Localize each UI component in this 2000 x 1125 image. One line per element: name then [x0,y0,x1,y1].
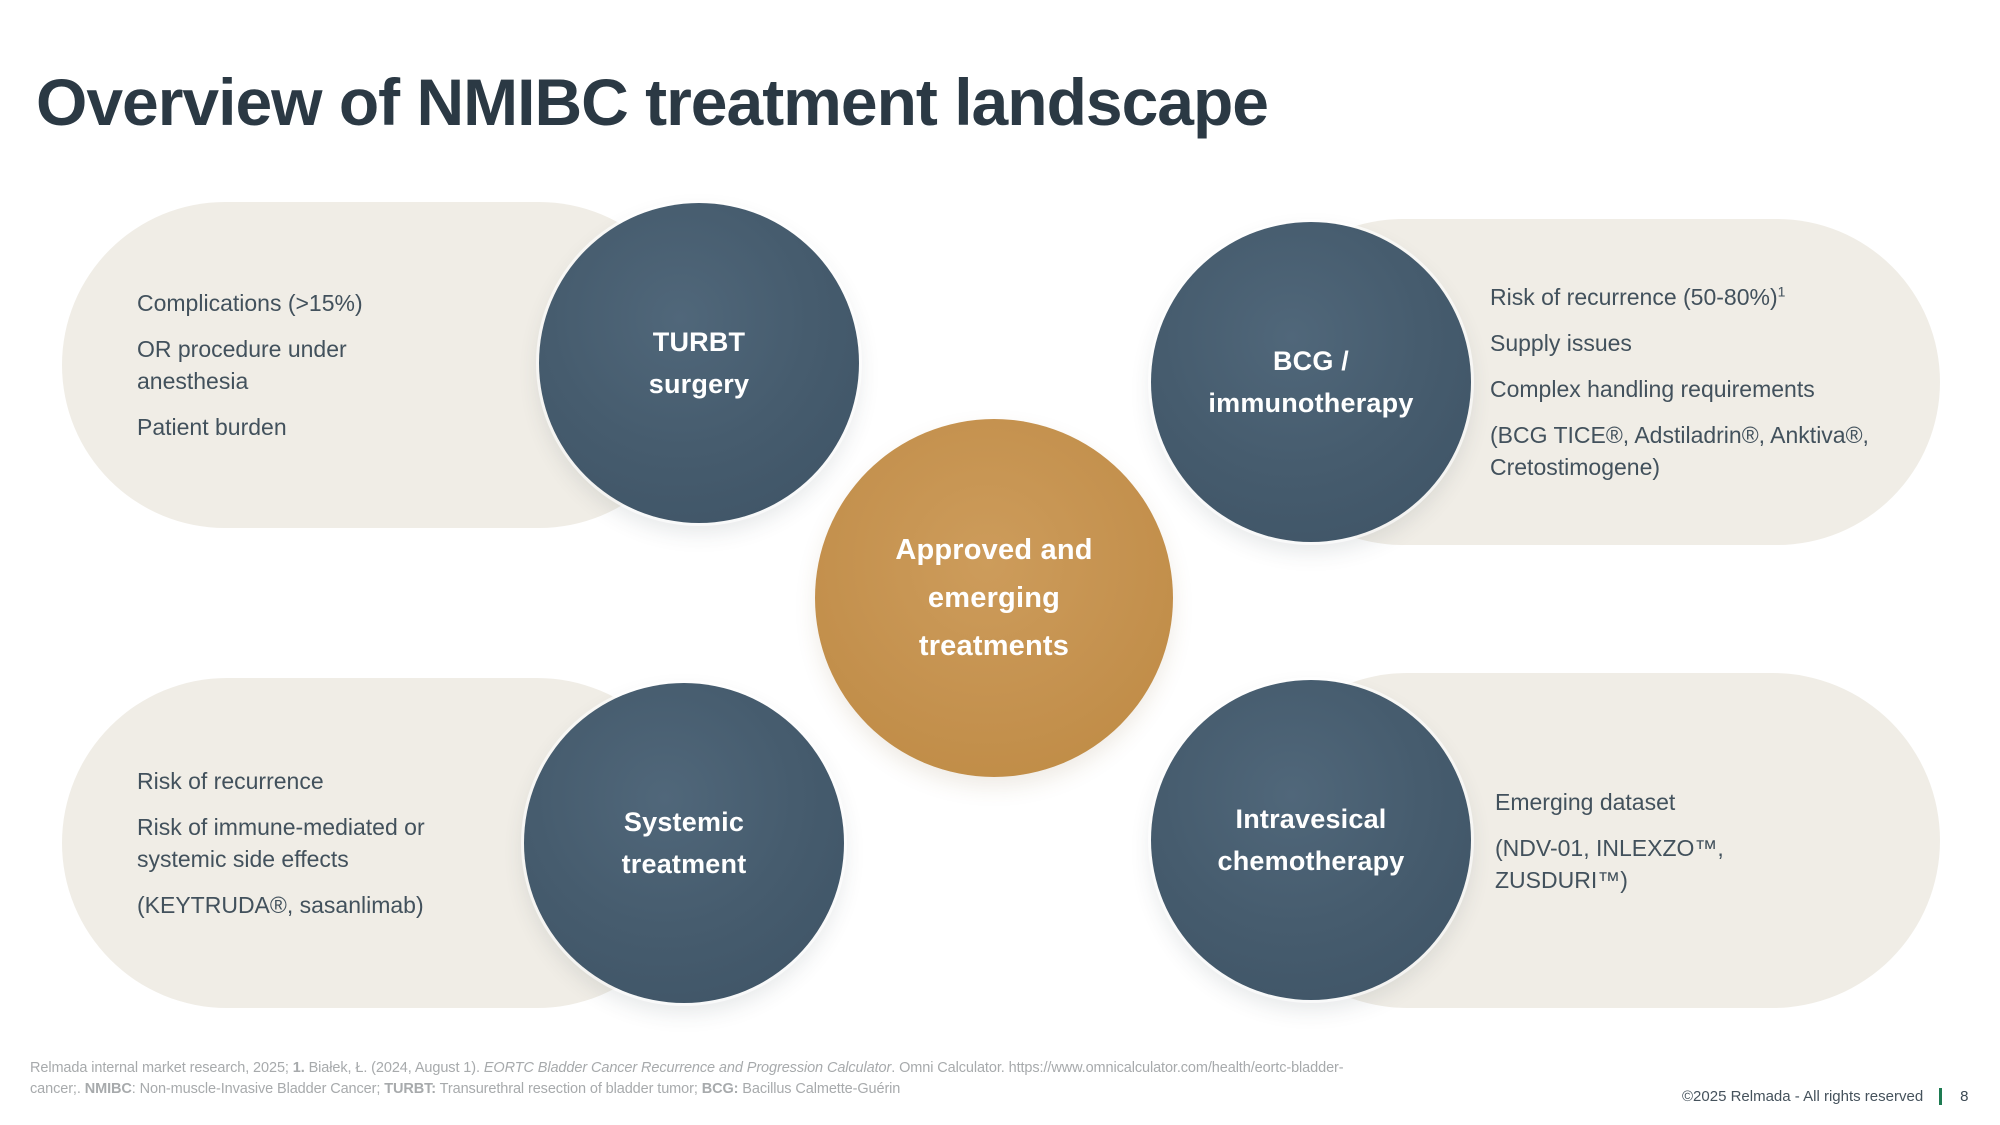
intravesical-circle-label: Intravesical chemotherapy [1217,804,1405,876]
systemic-points: Risk of recurrence Risk of immune-mediat… [137,678,447,1008]
footnote-line-1: Relmada internal market research, 2025; … [30,1060,1344,1076]
intravesical-point-1: Emerging dataset [1495,788,1676,815]
systemic-point-3: (KEYTRUDA®, sasanlimab) [137,892,424,918]
center-circle-label: Approved and emerging treatments [895,534,1093,662]
bcg-point-3: Complex handling requirements [1490,376,1815,402]
turbt-point-3: Patient burden [137,414,287,440]
footnote-line-2: cancer;. NMIBC: Non-muscle-Invasive Blad… [30,1081,901,1097]
bcg-point-4: (BCG TICE®, Adstiladrin®, Anktiva®, Cret… [1490,422,1869,480]
systemic-point-1: Risk of recurrence [137,768,324,794]
turbt-circle-label: TURBT surgery [648,327,750,399]
bcg-circle: BCG / immunotherapy [1151,222,1471,542]
copyright-bar: ©2025 Relmada - All rights reserved 8 [1682,1088,1969,1105]
intravesical-points: Emerging dataset (NDV-01, INLEXZO™, ZUSD… [1495,673,1775,1008]
bcg-point-1: Risk of recurrence (50-80%)1 [1490,283,1786,310]
slide-title: Overview of NMIBC treatment landscape [36,65,1269,140]
copyright-text: ©2025 Relmada - All rights reserved [1682,1088,1924,1105]
turbt-point-2: OR procedure under anesthesia [137,336,347,394]
turbt-point-1: Complications (>15%) [137,290,363,316]
turbt-circle: TURBT surgery [539,203,859,523]
footnote: Relmada internal market research, 2025; … [30,1058,1460,1100]
turbt-points: Complications (>15%) OR procedure under … [137,202,447,528]
page-number: 8 [1960,1088,1969,1105]
bcg-point-2: Supply issues [1490,330,1632,356]
bcg-points: Risk of recurrence (50-80%)1 Supply issu… [1490,219,1880,545]
systemic-circle-label: Systemic treatment [621,807,747,879]
center-circle: Approved and emerging treatments [815,419,1173,777]
intravesical-circle: Intravesical chemotherapy [1151,680,1471,1000]
systemic-point-2: Risk of immune-mediated or systemic side… [137,814,425,872]
separator-bar [1939,1088,1943,1105]
intravesical-point-2: (NDV-01, INLEXZO™, ZUSDURI™) [1495,834,1724,893]
bcg-circle-label: BCG / immunotherapy [1208,346,1414,418]
systemic-circle: Systemic treatment [524,683,844,1003]
footnote-marker: 1 [1777,283,1786,300]
